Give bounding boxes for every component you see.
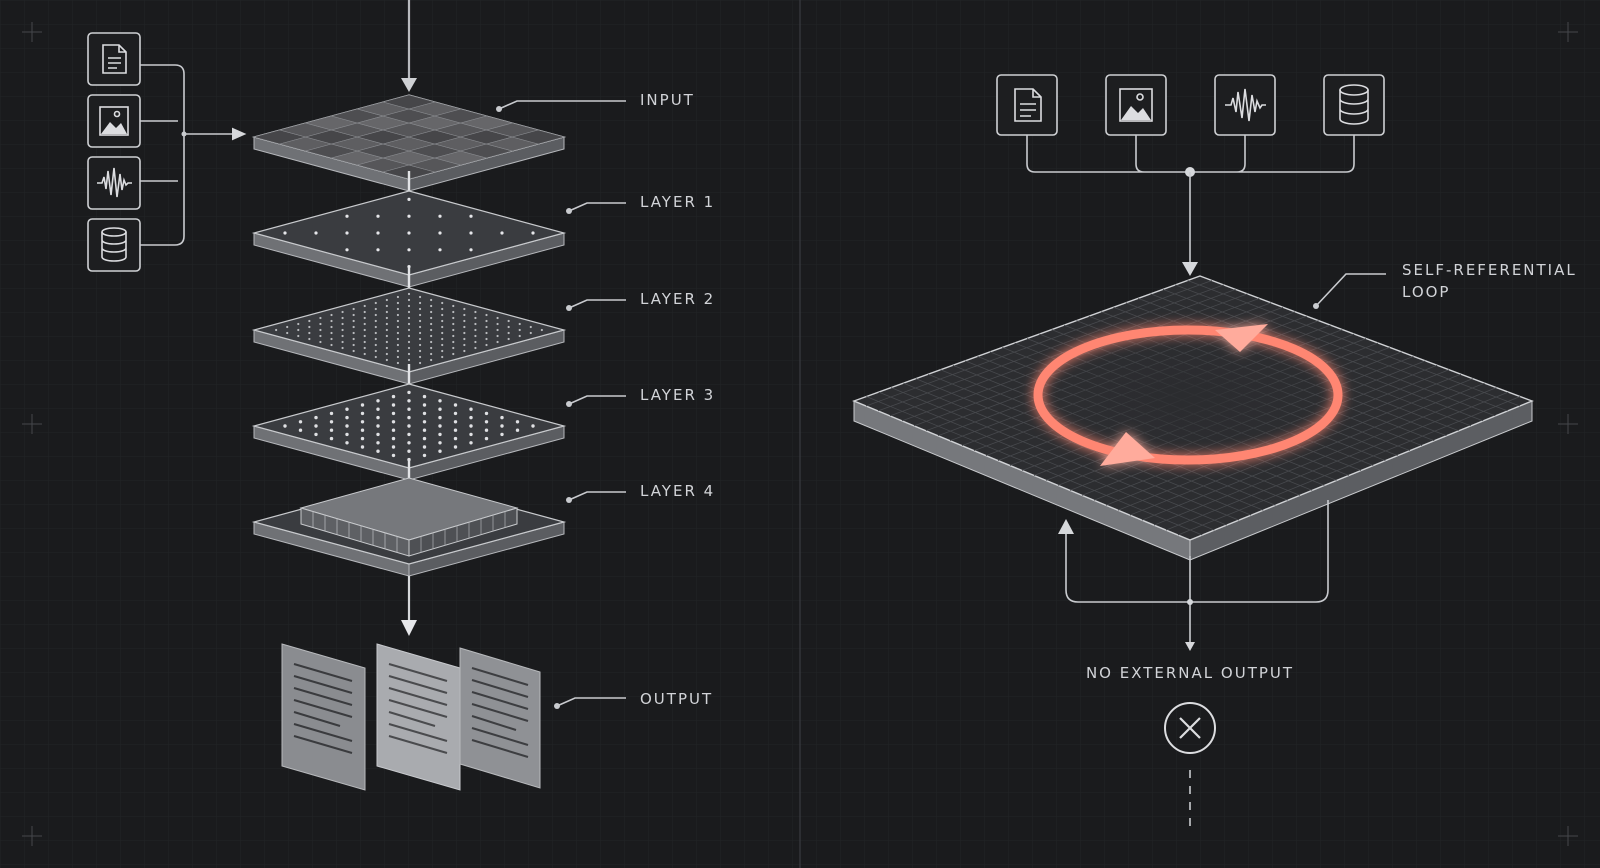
output-attempt-arrow-head bbox=[1185, 642, 1195, 651]
self-referential-loop bbox=[1033, 324, 1343, 466]
junction-dot bbox=[1187, 599, 1193, 605]
label-leader bbox=[568, 491, 626, 501]
label-leader bbox=[498, 100, 626, 110]
right-input-arrow-head bbox=[1182, 262, 1198, 276]
feedback-arrow-head bbox=[1058, 519, 1074, 534]
loop-label-line1: SELF-REFERENTIAL bbox=[1402, 261, 1577, 279]
x-circle-icon bbox=[1164, 702, 1216, 754]
database-icon bbox=[87, 218, 141, 272]
flow-arrow-head bbox=[401, 620, 417, 636]
feedback-loop-line bbox=[1065, 500, 1329, 603]
layer-slab bbox=[251, 287, 567, 385]
layer-slab bbox=[251, 383, 567, 481]
label-leader bbox=[568, 299, 626, 309]
layer-label: LAYER 4 bbox=[640, 482, 715, 500]
output-label-leader bbox=[556, 697, 626, 707]
corner-marks bbox=[22, 22, 1578, 846]
layer-slab bbox=[251, 94, 567, 192]
right-panel: SELF-REFERENTIAL LOOP NO EXTERNAL OUTPUT bbox=[852, 74, 1577, 830]
output-documents bbox=[281, 643, 541, 791]
no-external-output-label: NO EXTERNAL OUTPUT bbox=[1086, 664, 1294, 682]
top-arrow-head bbox=[401, 78, 417, 92]
document-icon bbox=[87, 32, 141, 86]
right-input-icons bbox=[996, 74, 1385, 136]
image-icon bbox=[87, 94, 141, 148]
layer-label: LAYER 3 bbox=[640, 386, 715, 404]
label-leader bbox=[568, 395, 626, 405]
loop-ring bbox=[1033, 325, 1343, 465]
label-leader bbox=[568, 202, 626, 212]
output-doc bbox=[459, 647, 541, 789]
document-icon bbox=[996, 74, 1058, 136]
block-array bbox=[299, 477, 519, 557]
database-icon bbox=[1323, 74, 1385, 136]
layer-slab bbox=[251, 477, 567, 577]
left-panel: INPUT LAYER 1 LAYER 2 LAYER 3 LAYER 4 bbox=[87, 0, 715, 791]
layer-label: LAYER 1 bbox=[640, 193, 715, 211]
image-icon bbox=[1105, 74, 1167, 136]
output-doc bbox=[281, 643, 366, 791]
loop-platform bbox=[852, 275, 1534, 561]
audio-waveform-icon bbox=[87, 156, 141, 210]
junction-dot bbox=[181, 131, 187, 137]
layer-stack: INPUT LAYER 1 LAYER 2 LAYER 3 LAYER 4 bbox=[251, 91, 715, 636]
output-doc bbox=[376, 643, 461, 791]
left-input-bracket bbox=[140, 64, 185, 246]
loop-label-leader bbox=[1315, 273, 1386, 307]
loop-arrow-head-bottom bbox=[1100, 432, 1155, 466]
output-label: OUTPUT bbox=[640, 690, 713, 708]
audio-waveform-icon bbox=[1214, 74, 1276, 136]
layer-slab bbox=[251, 190, 567, 288]
left-input-icons bbox=[87, 32, 141, 272]
loop-arrow-head-top bbox=[1215, 324, 1268, 352]
layer-label: LAYER 2 bbox=[640, 290, 715, 308]
layer-label: INPUT bbox=[640, 91, 695, 109]
loop-label-line2: LOOP bbox=[1402, 283, 1450, 301]
